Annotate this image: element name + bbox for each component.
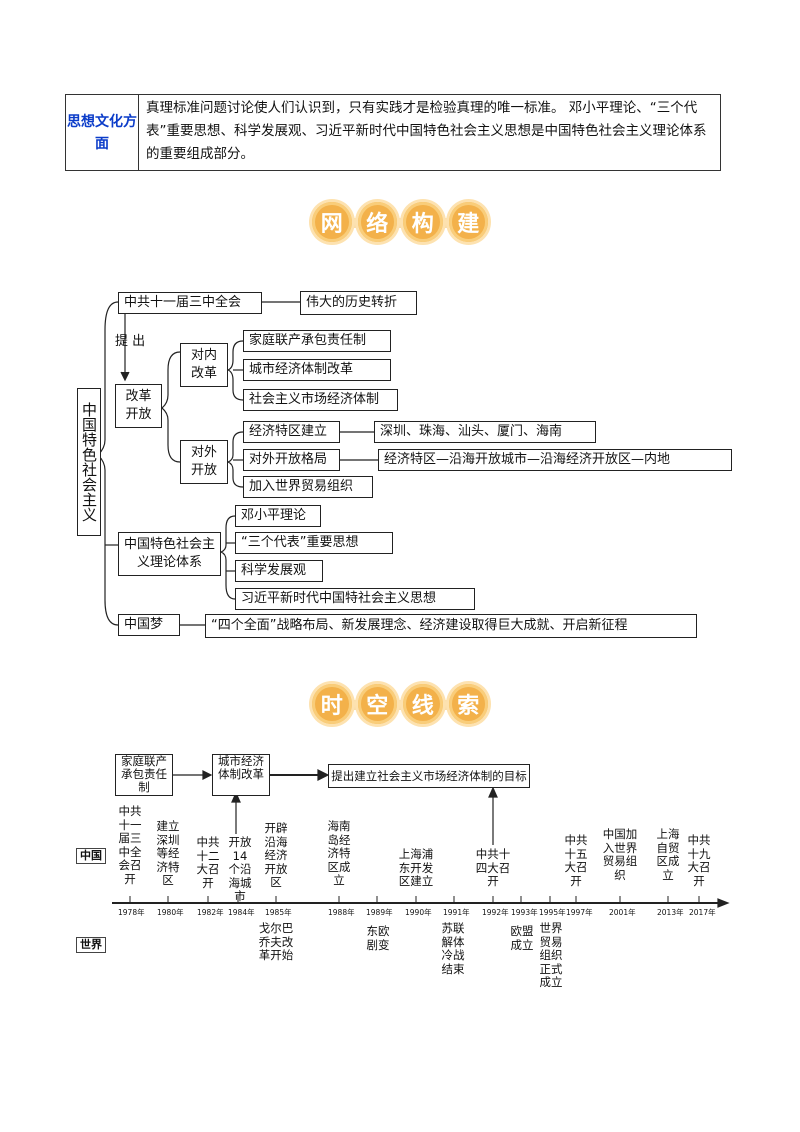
- year-label: 1980年: [157, 908, 184, 917]
- china-event: 上海自贸区成立: [656, 827, 680, 882]
- china-event: 海南岛经济特区成立: [327, 819, 351, 887]
- year-label: 1990年: [405, 908, 432, 917]
- theory-item: 习近平新时代中国特社会主义思想: [235, 588, 475, 610]
- year-label: 1993年: [511, 908, 538, 917]
- household-box: 家庭联产承包责任制: [115, 754, 173, 796]
- theory-item: 科学发展观: [235, 560, 323, 582]
- external-item: 经济特区建立: [243, 421, 340, 443]
- banner-char: 线: [403, 684, 443, 724]
- year-label: 1978年: [118, 908, 145, 917]
- china-event: 中共十四大召开: [475, 847, 511, 888]
- internal-item: 社会主义市场经济体制: [243, 389, 398, 411]
- year-label: 1997年: [566, 908, 593, 917]
- table-text: 真理标准问题讨论使人们认识到，只有实践才是检验真理的唯一标准。 邓小平理论、“三…: [146, 100, 707, 162]
- theory-item: “三个代表”重要思想: [235, 532, 393, 554]
- internal-item: 城市经济体制改革: [243, 359, 391, 381]
- dream-box: 中国梦: [118, 614, 180, 636]
- opening-box: 对外开放: [180, 440, 228, 484]
- year-label: 1989年: [366, 908, 393, 917]
- turning-point-box: 伟大的历史转折: [300, 291, 417, 315]
- world-event: 苏联解体冷战结束: [441, 921, 465, 976]
- china-event: 上海浦东开发区建立: [398, 847, 434, 888]
- world-event: 戈尔巴乔夫改革开始: [258, 921, 294, 962]
- banner-char: 网: [312, 202, 352, 242]
- year-label: 1984年: [228, 908, 255, 917]
- banner-char: 构: [403, 202, 443, 242]
- china-event: 中共十五大召开: [564, 833, 588, 888]
- banner-char: 时: [312, 684, 352, 724]
- theory-system-box: 中国特色社会主义理论体系: [118, 532, 221, 576]
- banner-char: 络: [357, 202, 397, 242]
- banner-timeline: 时 空 线 索: [312, 676, 488, 732]
- year-label: 1982年: [197, 908, 224, 917]
- reform-opening-box: 改革开放: [115, 384, 162, 428]
- china-tag: 中国: [76, 848, 106, 864]
- plenum-box: 中共十一届三中全会: [118, 292, 262, 314]
- year-label: 1985年: [265, 908, 292, 917]
- year-label: 2017年: [689, 908, 716, 917]
- proposed-label: 提 出: [115, 334, 146, 349]
- table-header: 思想文化方面: [66, 95, 139, 170]
- culture-table: 思想文化方面 真理标准问题讨论使人们认识到，只有实践才是检验真理的唯一标准。 邓…: [65, 94, 721, 171]
- banner-network: 网 络 构 建: [312, 194, 488, 250]
- sez-cities-box: 深圳、珠海、汕头、厦门、海南: [374, 421, 596, 443]
- banner-bar: [312, 218, 488, 228]
- market-goal-box: 提出建立社会主义市场经济体制的目标: [328, 764, 530, 788]
- year-label: 1995年: [539, 908, 566, 917]
- opening-pattern-box: 经济特区—沿海开放城市—沿海经济开放区—内地: [378, 449, 732, 471]
- china-event: 中国加入世界贸易组织: [602, 827, 638, 882]
- china-event: 开辟沿海经济开放区: [264, 821, 288, 889]
- banner-char: 建: [448, 202, 488, 242]
- external-item: 对外开放格局: [243, 449, 340, 471]
- banner-bar: [312, 700, 488, 710]
- world-event: 世界贸易组织正式成立: [539, 921, 563, 989]
- china-event: 建立深圳等经济特区: [156, 819, 180, 887]
- internal-reform-box: 对内改革: [180, 343, 228, 387]
- year-label: 2001年: [609, 908, 636, 917]
- world-tag: 世界: [76, 937, 106, 953]
- banner-char: 索: [448, 684, 488, 724]
- china-event: 开放14个沿海城市: [228, 835, 252, 903]
- year-label: 1988年: [328, 908, 355, 917]
- year-label: 1992年: [482, 908, 509, 917]
- theory-item: 邓小平理论: [235, 505, 321, 527]
- china-event: 中共十一届三中全会召开: [118, 804, 142, 886]
- world-event: 欧盟成立: [510, 924, 534, 952]
- year-label: 2013年: [657, 908, 684, 917]
- year-label: 1991年: [443, 908, 470, 917]
- external-item: 加入世界贸易组织: [243, 476, 373, 498]
- mindmap-root: 中国特色社会主义: [77, 388, 101, 536]
- china-event: 中共十二大召开: [196, 835, 220, 890]
- dream-text-box: “四个全面”战略布局、新发展理念、经济建设取得巨大成就、开启新征程: [205, 614, 697, 638]
- internal-item: 家庭联产承包责任制: [243, 330, 391, 352]
- china-event: 中共十九大召开: [687, 833, 711, 888]
- world-event: 东欧剧变: [366, 924, 390, 952]
- banner-char: 空: [357, 684, 397, 724]
- urban-reform-box: 城市经济体制改革: [212, 754, 270, 796]
